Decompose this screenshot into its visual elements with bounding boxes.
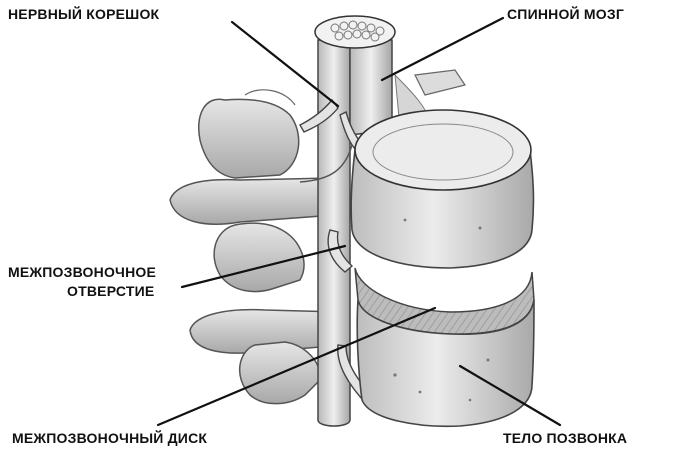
label-nerve-root: НЕРВНЫЙ КОРЕШОК	[8, 6, 160, 22]
leader-spinal-cord	[380, 16, 505, 82]
leader-foramen	[180, 244, 347, 289]
label-foramen-line1: МЕЖПОЗВОНОЧНОЕ	[8, 264, 157, 280]
label-spinal-cord: СПИННОЙ МОЗГ	[507, 6, 624, 22]
leader-nerve-root	[230, 20, 340, 108]
label-intervertebral-disc: МЕЖПОЗВОНОЧНЫЙ ДИСК	[12, 430, 208, 446]
leader-disc	[156, 306, 437, 427]
vertebral-body-lower	[356, 218, 535, 428]
spinal-cord	[314, 15, 396, 427]
leader-vertebral-body	[458, 364, 562, 427]
leader-lines	[156, 16, 562, 427]
label-foramen-line2: ОТВЕРСТИЕ	[67, 283, 155, 299]
label-vertebral-body: ТЕЛО ПОЗВОНКА	[503, 430, 628, 446]
vertebral-body-upper	[299, 109, 535, 269]
